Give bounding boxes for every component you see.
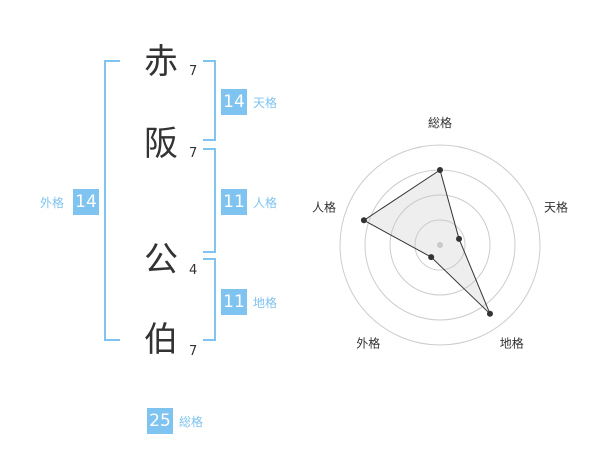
radar-ring (339, 144, 541, 346)
radar-data-points (360, 167, 493, 317)
chikaku-bracket (203, 258, 216, 341)
tenkaku-value: 14 (221, 89, 247, 115)
radar-point-3 (486, 310, 493, 317)
radar-point-2 (456, 235, 463, 242)
name-char-4: 伯 (144, 320, 178, 360)
jinkaku-value: 11 (221, 189, 247, 215)
stroke-count-1: 7 (189, 64, 198, 79)
chikaku-label: 地格 (253, 296, 278, 310)
gaikaku-label: 外格 (40, 196, 65, 210)
radar-point-5 (360, 217, 367, 224)
jinkaku-label: 人格 (253, 196, 278, 210)
chikaku-value: 11 (221, 289, 247, 315)
radar-ring (414, 219, 466, 271)
radar-axis-label-2: 天格 (544, 199, 568, 214)
name-char-2: 阪 (144, 124, 178, 164)
tenkaku-bracket (203, 60, 216, 141)
radar-axis-label-1: 総格 (428, 115, 452, 130)
radar-axis-label-4: 外格 (356, 336, 380, 351)
radar-center (437, 242, 443, 248)
stroke-count-4: 7 (189, 344, 198, 359)
soukaku-label: 総格 (179, 415, 204, 429)
radar-rings (339, 144, 541, 346)
stroke-count-2: 7 (189, 146, 198, 161)
name-char-3: 公 (144, 240, 178, 280)
radar-point-1 (437, 167, 443, 173)
gaikaku-value: 14 (73, 189, 99, 215)
radar-ring (389, 194, 491, 296)
radar-axis-label-5: 人格 (312, 199, 336, 214)
jinkaku-bracket (203, 148, 216, 253)
radar-point-4 (428, 254, 435, 261)
gaikaku-bracket (104, 60, 120, 341)
radar-data-area (362, 169, 491, 315)
stroke-count-3: 4 (189, 263, 198, 278)
soukaku-value: 25 (147, 408, 173, 434)
tenkaku-label: 天格 (253, 96, 278, 110)
name-char-1: 赤 (144, 42, 178, 82)
radar-axis-label-3: 地格 (500, 336, 524, 351)
